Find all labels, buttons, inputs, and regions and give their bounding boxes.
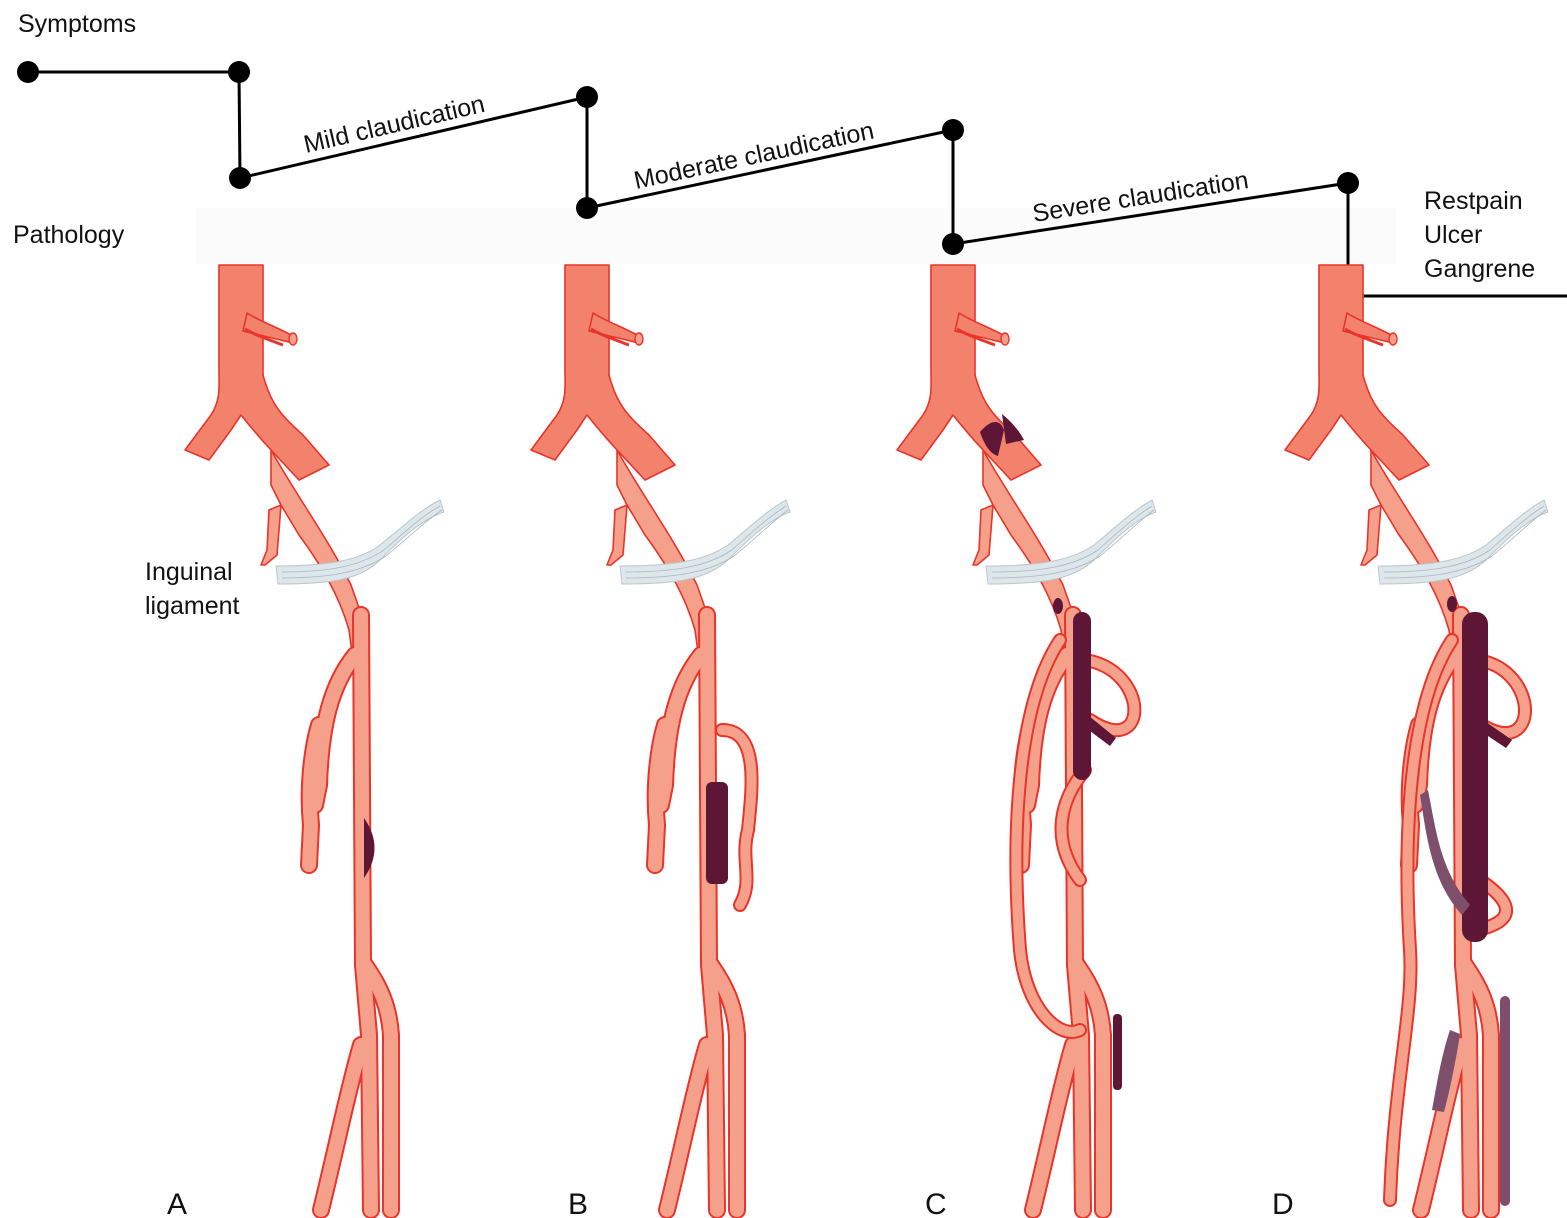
node <box>576 86 598 108</box>
symptoms-label: Symptoms <box>18 10 136 38</box>
node <box>228 61 250 83</box>
node <box>576 197 598 219</box>
stage-label-moderate: Moderate claudication <box>631 117 876 195</box>
inguinal-label-1: Inguinal <box>145 558 233 586</box>
node <box>942 233 964 255</box>
node <box>1337 172 1359 194</box>
panel-c-artery <box>897 265 1156 1210</box>
plaque <box>1462 612 1488 942</box>
plaque <box>706 782 728 884</box>
node <box>229 167 251 189</box>
plaque <box>1053 598 1063 614</box>
panel-letter-b: B <box>568 1188 588 1218</box>
plaque <box>364 818 375 878</box>
gangrene-label: Gangrene <box>1424 255 1535 283</box>
panel-b-artery <box>531 265 790 1210</box>
node <box>17 61 39 83</box>
plaque <box>1447 596 1457 612</box>
panel-letter-a: A <box>167 1188 187 1218</box>
plaque <box>1500 996 1510 1206</box>
restpain-label: Restpain <box>1424 187 1523 215</box>
stage-label-mild: Mild claudication <box>301 90 487 159</box>
pathology-label: Pathology <box>13 221 125 249</box>
panel-letter-c: C <box>925 1188 947 1218</box>
inguinal-label-2: ligament <box>145 592 240 620</box>
plaque <box>1113 1014 1122 1090</box>
panel-letter-d: D <box>1272 1188 1294 1218</box>
panel-a-artery <box>185 265 444 1210</box>
plaque <box>1073 612 1091 780</box>
pathology-band <box>196 208 1396 264</box>
panel-d-artery <box>1285 265 1548 1210</box>
node <box>942 119 964 141</box>
ulcer-label: Ulcer <box>1424 221 1482 249</box>
